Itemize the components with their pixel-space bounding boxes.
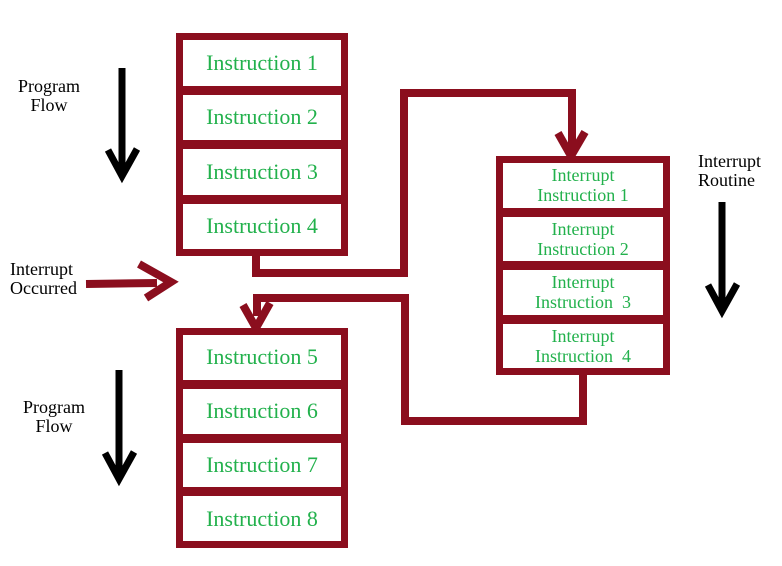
interrupt-routine-label: Interrupt Routine [698,152,778,190]
label-line: Program [18,76,80,96]
instruction-cell: Instruction 5 [183,335,341,380]
instruction-label: Instruction 7 [206,451,318,477]
instruction-cell: Instruction 7 [183,442,341,488]
label-line: Routine [698,170,755,190]
instruction-label: Instruction 4 [206,213,318,239]
instruction-label: Instruction 2 [537,238,629,259]
instruction-label: Interrupt [551,218,615,239]
interrupt-routine-block: Interrupt Instruction 1 Interrupt Instru… [496,156,670,375]
label-line: Program [23,397,85,417]
instruction-cell: Instruction 8 [183,496,341,541]
instruction-label: Interrupt [551,325,615,346]
program-block-1: Instruction 1 Instruction 2 Instruction … [176,33,348,256]
instruction-label: Instruction 5 [206,344,318,370]
instruction-label: Instruction 4 [535,345,631,366]
interrupt-instruction-cell: Interrupt Instruction 1 [503,163,663,208]
program-flow-arrow-bottom-icon [101,370,138,487]
interrupt-instruction-cell: Interrupt Instruction 4 [503,323,663,368]
interrupt-instruction-cell: Interrupt Instruction 2 [503,216,663,261]
label-line: Interrupt [10,259,73,279]
instruction-label: Interrupt [551,272,615,293]
instruction-label: Instruction 6 [206,398,318,424]
label-line: Occurred [10,278,77,298]
program-flow-arrow-top-icon [104,68,141,184]
instruction-label: Instruction 2 [206,104,318,130]
instruction-label: Interrupt [551,165,615,186]
program-flow-label-top: Program Flow [4,77,94,115]
label-line: Flow [30,95,68,115]
instruction-cell: Instruction 1 [183,40,341,86]
interrupt-occurred-label: Interrupt Occurred [10,260,100,298]
label-line: Flow [35,416,73,436]
instruction-label: Instruction 1 [537,185,629,206]
program-flow-label-bottom: Program Flow [14,398,94,436]
interrupt-routine-arrow-icon [704,202,741,319]
instruction-cell: Instruction 4 [183,203,341,249]
instruction-label: Instruction 1 [206,49,318,75]
instruction-label: Instruction 3 [206,158,318,184]
instruction-cell: Instruction 6 [183,388,341,434]
label-line: Interrupt [698,151,761,171]
instruction-cell: Instruction 2 [183,94,341,140]
interrupt-instruction-cell: Interrupt Instruction 3 [503,270,663,315]
interrupt-occurred-arrow-icon [85,260,179,302]
instruction-label: Instruction 3 [535,292,631,313]
instruction-label: Instruction 8 [206,505,318,531]
program-block-2: Instruction 5 Instruction 6 Instruction … [176,328,348,548]
instruction-cell: Instruction 3 [183,149,341,195]
